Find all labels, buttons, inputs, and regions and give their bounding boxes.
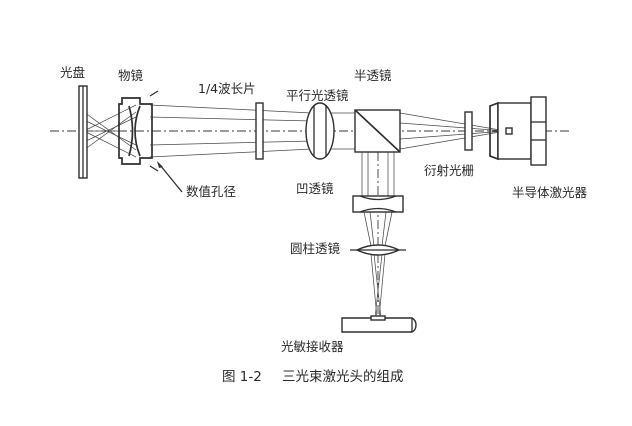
label-half-mirror: 半透镜 <box>354 68 392 83</box>
half-mirror-prism <box>354 109 401 153</box>
concave-lens <box>352 195 404 213</box>
label-photodetector: 光敏接收器 <box>281 339 344 354</box>
caption-number: 图 1-2 <box>222 369 262 385</box>
label-cylindrical-lens: 圆柱透镜 <box>290 241 341 256</box>
quarter-wave-plate <box>255 102 264 160</box>
label-diffraction-grating: 衍射光栅 <box>424 163 474 178</box>
label-concave-lens: 凹透镜 <box>296 181 334 196</box>
diffraction-grating <box>464 111 473 151</box>
photodetector <box>341 315 417 333</box>
label-disc: 光盘 <box>60 65 85 80</box>
aperture-pointer <box>159 164 183 193</box>
label-semiconductor-laser: 半导体激光器 <box>512 185 588 200</box>
beam-rays <box>83 104 507 319</box>
label-quarter-wave-plate: 1/4波长片 <box>198 81 256 96</box>
label-objective: 物镜 <box>118 68 144 83</box>
label-collimator-lens: 平行光透镜 <box>286 88 349 103</box>
objective-lens <box>118 90 159 172</box>
cylindrical-lens <box>350 244 406 256</box>
caption-title: 三光束激光头的组成 <box>282 369 404 385</box>
label-aperture: 数值孔径 <box>186 184 236 199</box>
collimator-lens <box>305 102 335 160</box>
semiconductor-laser <box>489 96 547 166</box>
